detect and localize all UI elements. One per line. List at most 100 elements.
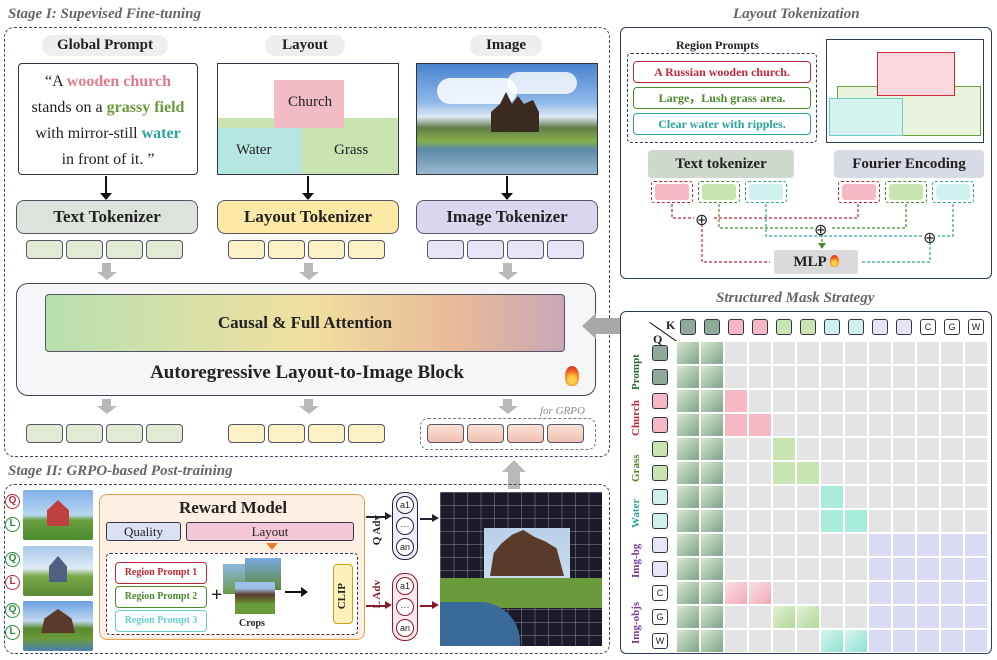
church-photo [416, 63, 598, 175]
query-token: G [652, 609, 668, 625]
mask-cell [964, 461, 988, 485]
region-prompt-1: Region Prompt 1 [115, 562, 207, 584]
lt-text-tokenizer: Text tokenizer [648, 150, 794, 178]
key-token [680, 319, 696, 335]
mask-cell [700, 485, 724, 509]
l-circle-2: L [5, 575, 20, 590]
mask-cell [748, 509, 772, 533]
mask-cell [868, 389, 892, 413]
mask-cell [700, 413, 724, 437]
mask-cell [868, 605, 892, 629]
query-token [652, 441, 668, 457]
mask-cell [892, 605, 916, 629]
mask-cell [892, 365, 916, 389]
label-grass: Grass [630, 454, 642, 483]
mask-cell [772, 365, 796, 389]
mask-cell [844, 533, 868, 557]
label-water: Water [630, 498, 642, 528]
region-prompt-3: Region Prompt 3 [115, 610, 207, 632]
image-tokenizer: Image Tokenizer [416, 200, 598, 234]
mask-cell [844, 605, 868, 629]
mask-cell [820, 557, 844, 581]
mask-cell [676, 461, 700, 485]
quality-chip: Quality [106, 522, 181, 541]
layout-box: Church Water Grass [217, 63, 399, 175]
l-circle-3: L [5, 625, 20, 640]
plus-teal: ⊕ [923, 230, 937, 247]
fire-icon [565, 366, 579, 386]
mask-cell [796, 557, 820, 581]
mask-cell [868, 437, 892, 461]
l-adv-pill: a1···an [392, 573, 418, 641]
mask-cell [796, 509, 820, 533]
mask-cell [892, 509, 916, 533]
q-adv-label: Q Adv [371, 515, 383, 546]
k-axis-label: K [666, 318, 676, 332]
layout-grass-label: Grass [334, 142, 369, 158]
mask-cell [940, 341, 964, 365]
layout-tokens [228, 240, 385, 259]
layout-reward-inner: Region Prompt 1 Region Prompt 2 Region P… [106, 553, 358, 635]
mask-cell [868, 581, 892, 605]
mask-cell [916, 389, 940, 413]
mask-cell [892, 389, 916, 413]
key-token: W [968, 319, 984, 335]
mlp-box: MLP [774, 250, 858, 274]
mask-cell [796, 581, 820, 605]
mask-cell [796, 485, 820, 509]
mask-cell [700, 461, 724, 485]
mask-cell [796, 461, 820, 485]
mask-cell [772, 413, 796, 437]
mask-cell [820, 605, 844, 629]
mask-cell [844, 437, 868, 461]
mask-cell [868, 485, 892, 509]
mask-cell [868, 533, 892, 557]
region-prompts-heading: Region Prompts [672, 38, 763, 53]
mask-cell [748, 629, 772, 653]
mask-cell [916, 413, 940, 437]
mask-cell [748, 413, 772, 437]
mask-cell [964, 533, 988, 557]
layout-tok-connectors [671, 204, 954, 263]
mask-cell [724, 485, 748, 509]
mask-cell [940, 365, 964, 389]
label-prompt: Prompt [630, 354, 642, 390]
mask-cell [724, 461, 748, 485]
key-token [896, 319, 912, 335]
mask-cell [724, 341, 748, 365]
mask-cell [940, 389, 964, 413]
query-token [652, 417, 668, 433]
mask-cell [772, 605, 796, 629]
stage2-panel [4, 484, 610, 654]
mask-cell [724, 557, 748, 581]
mask-cell [964, 341, 988, 365]
region-prompt-water: Clear water with ripples. [633, 113, 811, 135]
mask-cell [892, 557, 916, 581]
mask-cell [940, 605, 964, 629]
mask-cell [844, 509, 868, 533]
mask-cell [820, 629, 844, 653]
key-token [704, 319, 720, 335]
crops-label: Crops [239, 618, 265, 629]
mask-cell [748, 557, 772, 581]
prompt-water: water [141, 125, 181, 142]
layout-tokenizer: Layout Tokenizer [217, 200, 399, 234]
mask-cell [676, 533, 700, 557]
mask-cell [724, 437, 748, 461]
mask-cell [700, 389, 724, 413]
mask-cell [844, 485, 868, 509]
mask-cell [700, 605, 724, 629]
query-token [652, 345, 668, 361]
mask-cell [892, 341, 916, 365]
mask-cell [748, 437, 772, 461]
mask-cell [676, 629, 700, 653]
mask-cell [772, 485, 796, 509]
mask-cell [676, 413, 700, 437]
mask-cell [820, 413, 844, 437]
key-token [728, 319, 744, 335]
for-grpo-label: for GRPO [540, 405, 585, 417]
mask-cell [700, 341, 724, 365]
mask-cell [964, 365, 988, 389]
layout-diagram [826, 39, 984, 143]
